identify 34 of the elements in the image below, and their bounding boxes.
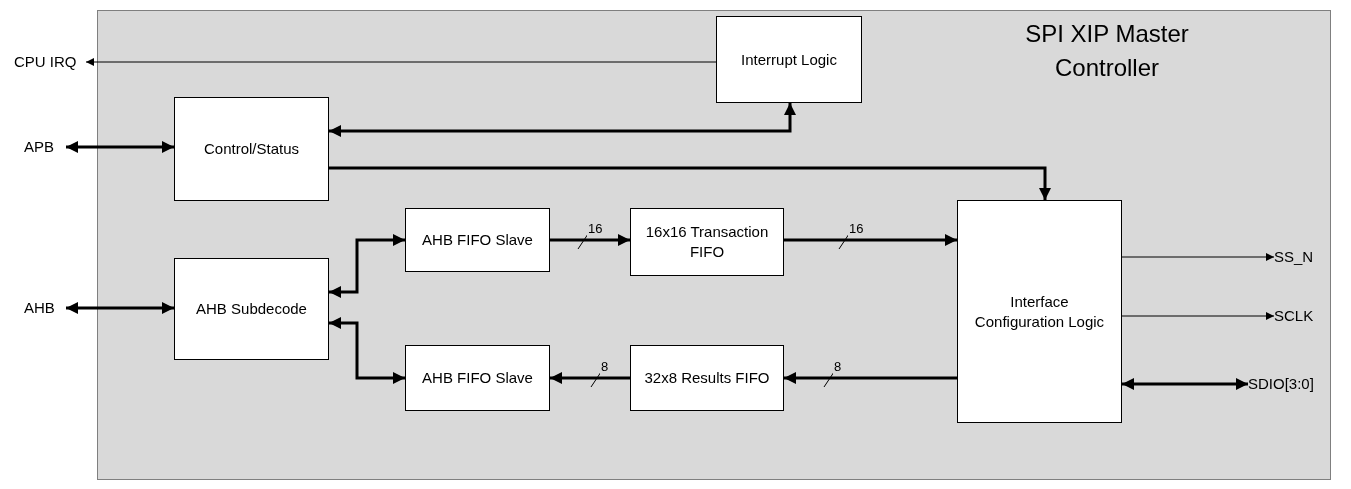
edge-label: 8 bbox=[833, 360, 843, 374]
function-block: AHB Subdecode bbox=[174, 258, 329, 360]
signal-label: SS_N bbox=[1274, 247, 1314, 267]
function-block: AHB FIFO Slave bbox=[405, 208, 550, 272]
arrow bbox=[1122, 378, 1248, 390]
signal-label: APB bbox=[24, 137, 54, 157]
function-block: AHB FIFO Slave bbox=[405, 345, 550, 411]
function-block: 16x16 Transaction FIFO bbox=[630, 208, 784, 276]
arrow bbox=[85, 58, 717, 66]
arrow bbox=[329, 166, 1051, 200]
signal-label: SDIO[3:0] bbox=[1248, 374, 1314, 394]
signal-label: AHB bbox=[24, 298, 55, 318]
arrow bbox=[784, 234, 957, 246]
arrow bbox=[329, 103, 796, 137]
arrow bbox=[66, 302, 174, 314]
arrow bbox=[550, 372, 630, 384]
arrow bbox=[784, 372, 957, 384]
arrow bbox=[66, 141, 174, 153]
signal-label: SCLK bbox=[1274, 306, 1314, 326]
function-block: Interface Configuration Logic bbox=[957, 200, 1122, 423]
controller-block bbox=[97, 10, 1331, 480]
edge-label: 16 bbox=[587, 222, 604, 236]
arrow bbox=[329, 234, 405, 298]
function-block: Control/Status bbox=[174, 97, 329, 201]
block-title: SPI XIP Master Controller bbox=[1024, 19, 1190, 83]
function-block: 32x8 Results FIFO bbox=[630, 345, 784, 411]
edge-label: 8 bbox=[600, 360, 610, 374]
arrow bbox=[550, 234, 630, 246]
arrow bbox=[329, 317, 405, 384]
edge-label: 16 bbox=[848, 222, 865, 236]
arrow bbox=[1121, 312, 1275, 320]
arrow bbox=[1121, 253, 1275, 261]
function-block: Interrupt Logic bbox=[716, 16, 862, 103]
signal-label: CPU IRQ bbox=[14, 52, 77, 72]
